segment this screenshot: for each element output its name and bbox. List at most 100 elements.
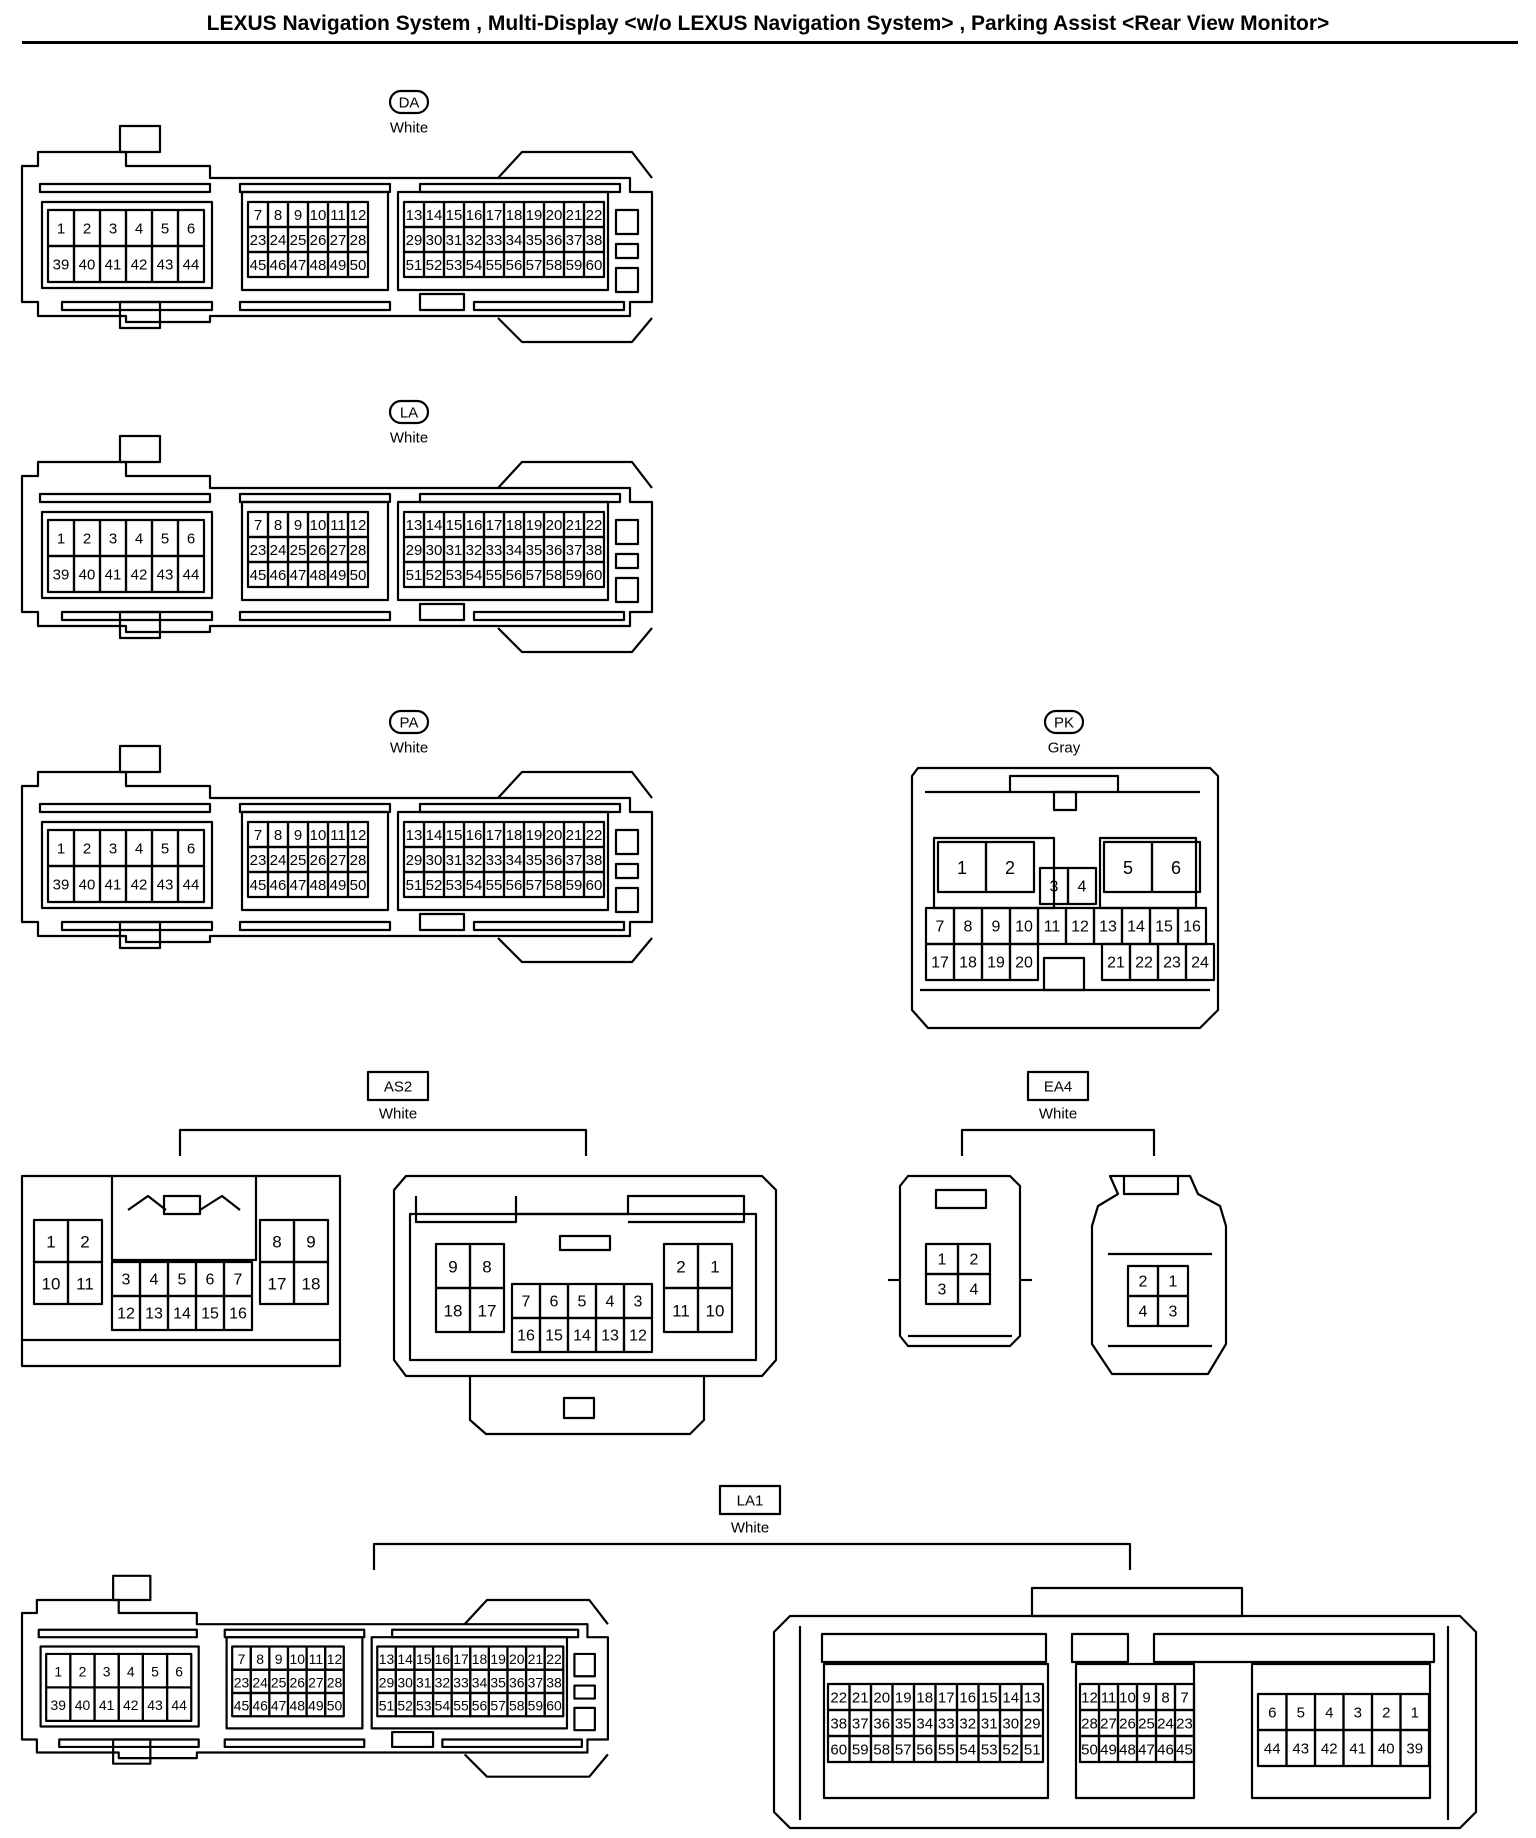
pin-37: 37 bbox=[566, 232, 583, 249]
pin-30: 30 bbox=[397, 1674, 413, 1690]
pin-2: 2 bbox=[1005, 858, 1015, 878]
pin-60: 60 bbox=[586, 877, 603, 894]
pin-cell bbox=[1156, 1294, 1190, 1328]
connector-code-badge bbox=[388, 709, 430, 735]
pin-9: 9 bbox=[294, 207, 302, 224]
pin-53: 53 bbox=[446, 877, 463, 894]
pin-45: 45 bbox=[234, 1698, 250, 1714]
connector-color: Gray bbox=[1048, 740, 1081, 757]
pin-30: 30 bbox=[426, 542, 443, 559]
bottom-lock bbox=[468, 1376, 706, 1436]
rail bbox=[418, 492, 622, 504]
pin-30: 30 bbox=[426, 232, 443, 249]
pin-15: 15 bbox=[201, 1306, 219, 1323]
pin-cell bbox=[468, 1286, 506, 1334]
pin-4: 4 bbox=[135, 841, 143, 858]
rail bbox=[472, 920, 626, 932]
pin-58: 58 bbox=[546, 257, 563, 274]
page-title: LEXUS Navigation System , Multi-Display … bbox=[206, 12, 1330, 35]
pin-52: 52 bbox=[1002, 1742, 1019, 1759]
pin-51: 51 bbox=[406, 567, 423, 584]
pin-26: 26 bbox=[310, 542, 327, 559]
pin-27: 27 bbox=[330, 852, 347, 869]
pin-19: 19 bbox=[526, 517, 543, 534]
rail bbox=[60, 300, 214, 312]
pin-18: 18 bbox=[472, 1651, 488, 1667]
pin-11: 11 bbox=[1101, 1690, 1117, 1707]
pin-41: 41 bbox=[105, 567, 122, 584]
pin-37: 37 bbox=[852, 1716, 869, 1733]
pin-48: 48 bbox=[290, 1698, 306, 1714]
pin-6: 6 bbox=[187, 531, 195, 548]
pin-19: 19 bbox=[526, 827, 543, 844]
pin-57: 57 bbox=[895, 1742, 912, 1759]
pin-5: 5 bbox=[161, 221, 169, 238]
pin-13: 13 bbox=[601, 1328, 619, 1345]
pin-cell bbox=[1399, 1728, 1431, 1768]
pin-4: 4 bbox=[970, 1282, 979, 1299]
pin-1: 1 bbox=[710, 1258, 719, 1277]
pin-15: 15 bbox=[446, 827, 463, 844]
pin-14: 14 bbox=[573, 1328, 591, 1345]
pin-1: 1 bbox=[957, 858, 967, 878]
rail bbox=[418, 182, 622, 194]
pin-5: 5 bbox=[161, 841, 169, 858]
pin-53: 53 bbox=[446, 257, 463, 274]
rail bbox=[820, 1632, 1048, 1664]
pin-40: 40 bbox=[75, 1697, 91, 1713]
pin-11: 11 bbox=[330, 207, 346, 224]
pin-15: 15 bbox=[1155, 919, 1173, 936]
cavity-mid bbox=[240, 190, 390, 292]
pin-20: 20 bbox=[546, 207, 563, 224]
top-latch bbox=[1030, 1586, 1244, 1618]
pin-30: 30 bbox=[1002, 1716, 1019, 1733]
pin-52: 52 bbox=[397, 1698, 413, 1714]
pin-49: 49 bbox=[330, 257, 347, 274]
pin-18: 18 bbox=[302, 1275, 321, 1294]
inner-top bbox=[516, 1194, 746, 1224]
pin-13: 13 bbox=[145, 1306, 163, 1323]
pin-2: 2 bbox=[83, 841, 91, 858]
pin-47: 47 bbox=[290, 567, 307, 584]
cavity-top-left bbox=[932, 836, 1056, 910]
side-window bbox=[614, 862, 640, 880]
pin-52: 52 bbox=[426, 567, 443, 584]
pin-8: 8 bbox=[964, 919, 973, 936]
side-window bbox=[614, 518, 640, 546]
pin-29: 29 bbox=[406, 232, 423, 249]
pin-24: 24 bbox=[270, 852, 287, 869]
pin-20: 20 bbox=[1015, 955, 1033, 972]
latch-tab bbox=[1052, 790, 1078, 812]
pin-3: 3 bbox=[1169, 1304, 1178, 1321]
pin-cell bbox=[1066, 866, 1098, 906]
connector-color: White bbox=[390, 740, 428, 757]
pin-43: 43 bbox=[157, 877, 174, 894]
inner-top bbox=[414, 1196, 518, 1224]
pin-44: 44 bbox=[183, 257, 200, 274]
pin-12: 12 bbox=[117, 1306, 135, 1323]
pin-17: 17 bbox=[478, 1302, 497, 1321]
pin-5: 5 bbox=[161, 531, 169, 548]
pin-34: 34 bbox=[472, 1674, 488, 1690]
pin-43: 43 bbox=[157, 257, 174, 274]
pin-2: 2 bbox=[1139, 1274, 1148, 1291]
pin-50: 50 bbox=[350, 877, 367, 894]
pin-7: 7 bbox=[1180, 1690, 1188, 1707]
pin-51: 51 bbox=[406, 877, 423, 894]
connector-housing bbox=[20, 460, 654, 634]
pin-24: 24 bbox=[252, 1674, 268, 1690]
pin-32: 32 bbox=[959, 1716, 976, 1733]
pin-1: 1 bbox=[1169, 1274, 1178, 1291]
side-window bbox=[614, 576, 640, 604]
pin-52: 52 bbox=[426, 877, 443, 894]
pin-12: 12 bbox=[350, 827, 367, 844]
pin-22: 22 bbox=[586, 827, 603, 844]
pin-42: 42 bbox=[131, 877, 148, 894]
pin-42: 42 bbox=[123, 1697, 139, 1713]
pin-44: 44 bbox=[171, 1697, 187, 1713]
latch-mark bbox=[199, 1194, 241, 1211]
pin-59: 59 bbox=[566, 877, 583, 894]
pin-38: 38 bbox=[546, 1674, 562, 1690]
